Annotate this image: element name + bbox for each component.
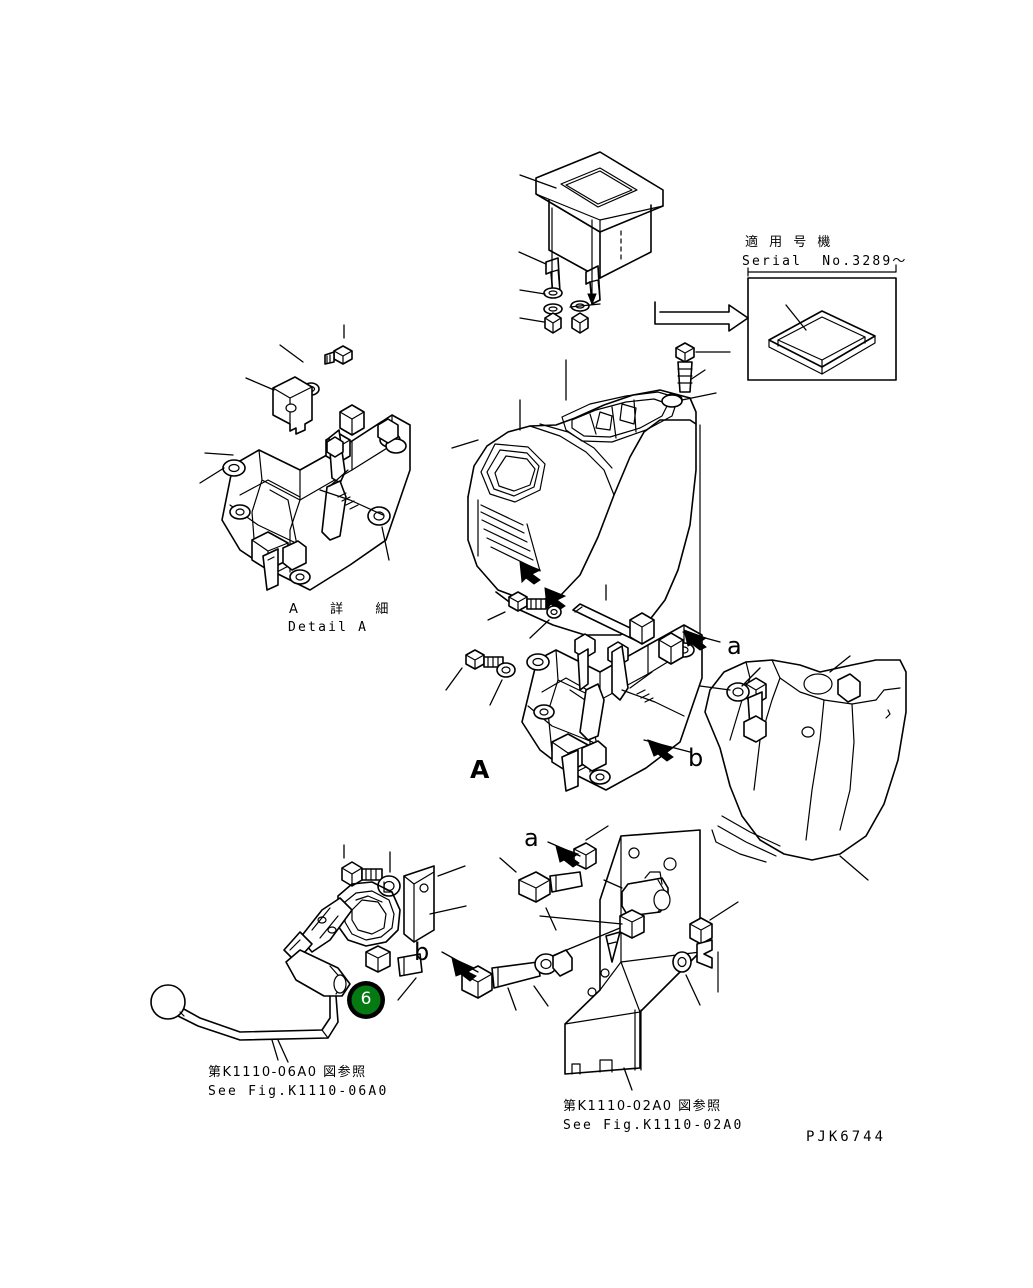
detail-a-assembly	[199, 324, 411, 591]
item-number-6[interactable]: 6	[360, 989, 372, 1009]
item-balloon-6	[347, 981, 385, 1019]
callout-label-a-lower: a	[524, 824, 539, 852]
reference-left-japanese: 第K1110-06A0 図参照	[208, 1065, 367, 1080]
callout-arrow-b-lower	[441, 951, 479, 982]
detail-a-english: Detail A	[288, 620, 369, 635]
reference-bottom-japanese: 第K1110-02A0 図参照	[563, 1099, 722, 1114]
serial-note-box	[654, 264, 897, 381]
reference-left-english: See Fig.K1110-06A0	[208, 1084, 389, 1099]
reference-bottom-english: See Fig.K1110-02A0	[563, 1118, 744, 1133]
callout-label-b-lower: b	[414, 938, 430, 966]
control-lever-assembly	[150, 844, 467, 1061]
serial-note-english: Serial No.3289～	[742, 254, 908, 269]
serial-note-japanese: 適 用 号 機	[745, 235, 834, 250]
mounting-plate-assembly	[461, 825, 739, 1075]
callout-arrow-b-upper	[643, 739, 691, 762]
callout-arrow-a-lower	[547, 841, 581, 868]
callout-label-b-upper: b	[688, 744, 704, 772]
top-bezel-assembly	[518, 151, 664, 334]
drawing-number: PJK6744	[806, 1129, 887, 1145]
main-bracket-assembly	[445, 584, 703, 792]
callout-label-a-upper: a	[727, 632, 742, 660]
callout-arrow-a-upper	[682, 629, 721, 651]
side-cover-panel	[699, 655, 907, 881]
console-cover	[451, 342, 731, 641]
detail-a-japanese: A 詳 細	[289, 602, 397, 617]
view-direction-label-a: A	[470, 755, 490, 784]
